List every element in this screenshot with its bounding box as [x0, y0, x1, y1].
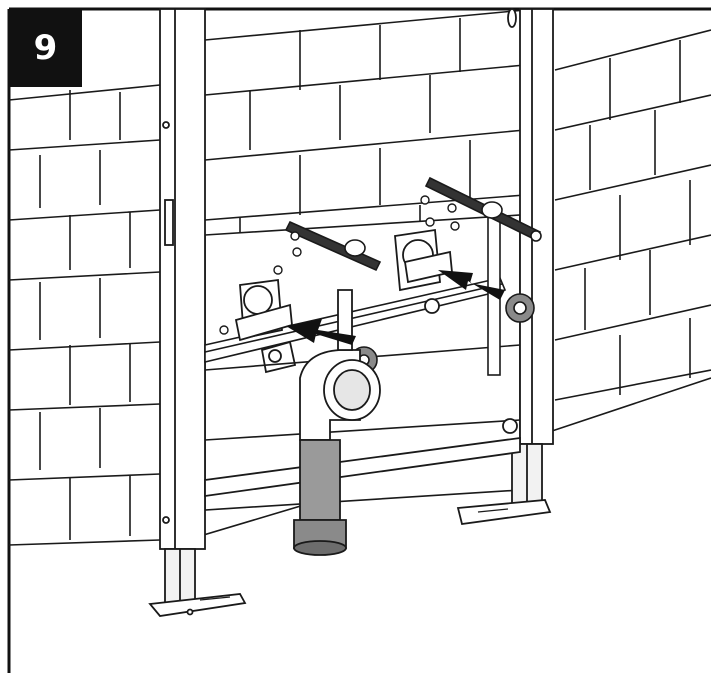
arrow-icon: [438, 270, 505, 300]
left-wall-bricks: [9, 84, 161, 546]
arrow-icon: [286, 319, 356, 345]
drain-pipe: [293, 289, 381, 556]
threaded-rods: [284, 176, 542, 272]
panel-border: [7, 7, 711, 673]
right-wall-bricks: [554, 29, 711, 401]
water-connection-elbow: [394, 228, 453, 314]
left-upright: [148, 8, 247, 617]
lower-crossbar: [204, 418, 521, 498]
mounting-holes: [219, 195, 460, 335]
step-number-badge: 9: [9, 9, 82, 87]
right-upright: [456, 8, 554, 526]
